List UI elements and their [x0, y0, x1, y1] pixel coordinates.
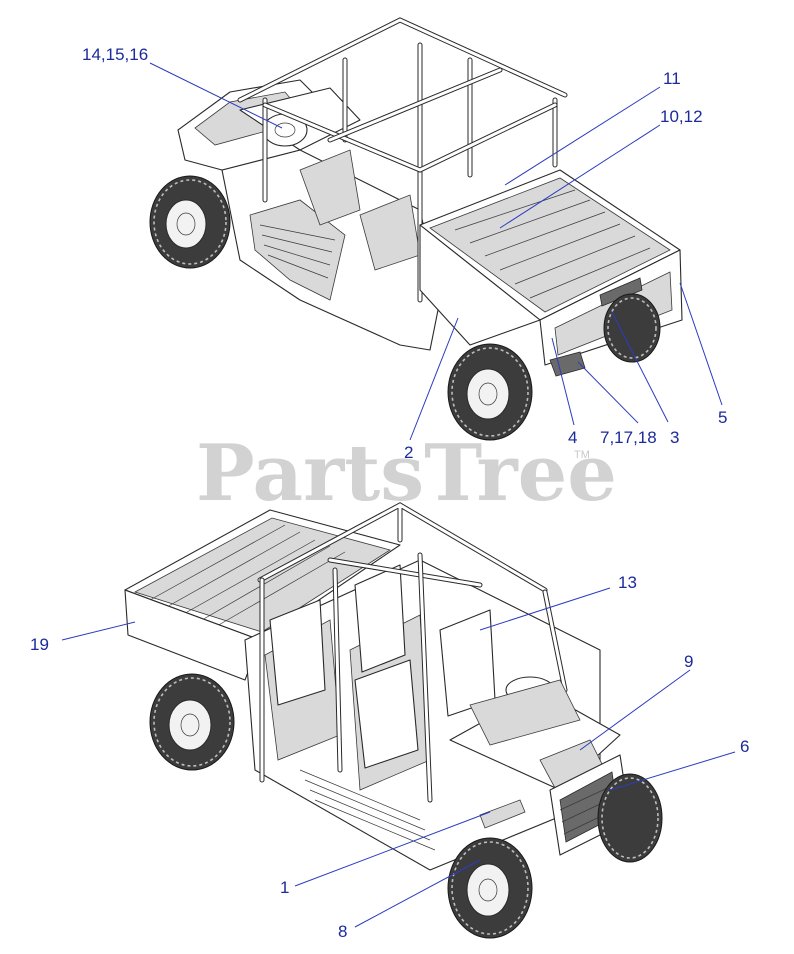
callout-4[interactable]: 4 — [568, 428, 577, 447]
vehicle-front-view — [124, 502, 663, 939]
tire-rear-left-bottom — [149, 673, 235, 771]
watermark-trademark: TM — [574, 449, 590, 461]
callout-7-17-18[interactable]: 7,17,18 — [600, 428, 657, 447]
callout-3[interactable]: 3 — [670, 428, 679, 447]
tire-rear-right-top — [603, 293, 661, 363]
callouts-bottom: 13 19 9 6 1 8 — [30, 573, 749, 941]
callout-19[interactable]: 19 — [30, 635, 49, 654]
callout-10-12[interactable]: 10,12 — [660, 107, 703, 126]
watermark-text: PartsTree — [196, 428, 617, 519]
callout-13[interactable]: 13 — [618, 573, 637, 592]
tire-front-left-bottom — [447, 837, 533, 939]
callout-9[interactable]: 9 — [684, 652, 693, 671]
callouts-top: 14,15,16 11 10,12 2 4 7,17,18 3 5 — [82, 45, 727, 462]
callout-2[interactable]: 2 — [404, 443, 413, 462]
tire-rear-left-top — [447, 343, 533, 441]
vehicle-rear-view — [149, 17, 683, 441]
callout-1[interactable]: 1 — [280, 878, 289, 897]
tire-front-left-top — [149, 175, 231, 269]
callout-5[interactable]: 5 — [718, 408, 727, 427]
callout-11[interactable]: 11 — [663, 69, 681, 88]
callout-14-15-16[interactable]: 14,15,16 — [82, 45, 148, 64]
leader-lines — [61, 62, 736, 928]
callout-6[interactable]: 6 — [740, 737, 749, 756]
callout-8[interactable]: 8 — [338, 922, 347, 941]
tire-front-right-bottom — [597, 773, 663, 863]
